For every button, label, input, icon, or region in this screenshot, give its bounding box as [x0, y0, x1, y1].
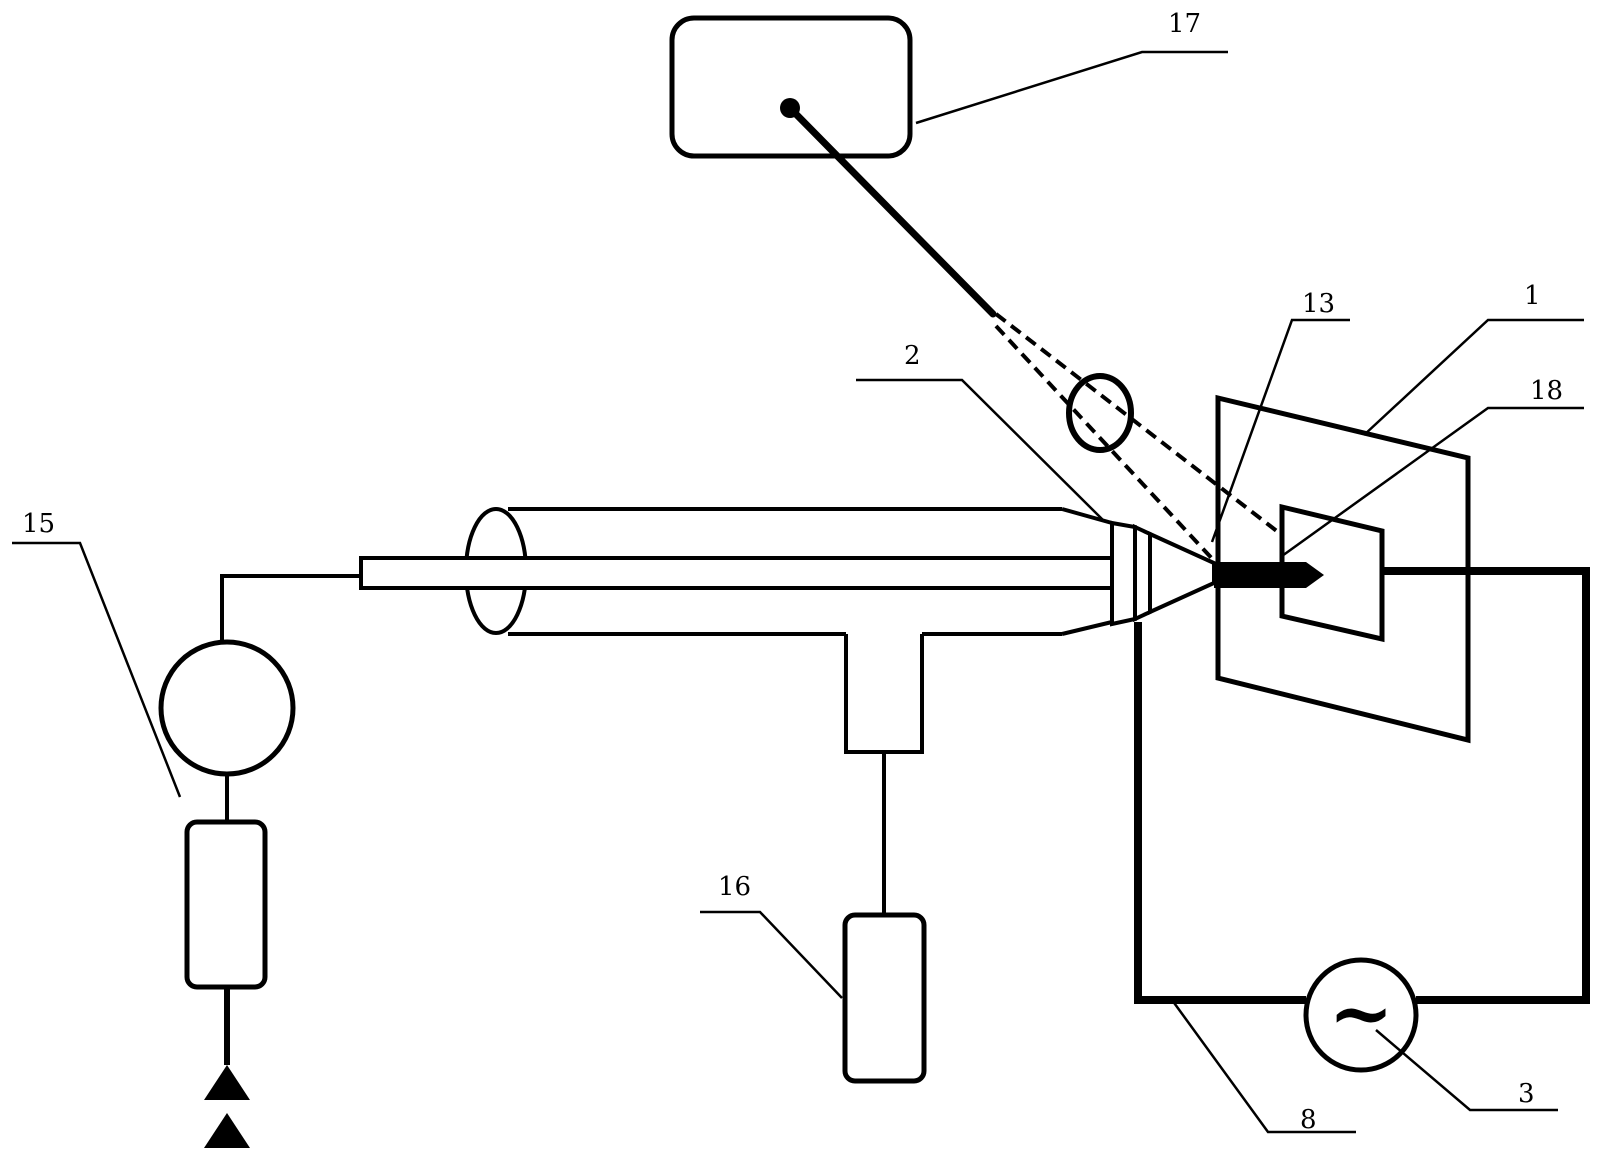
- gas-supply-15: [158, 574, 361, 1065]
- probe-rod: [786, 104, 997, 318]
- circuit-return: [1382, 567, 1590, 1004]
- label-3: 3: [1518, 1079, 1535, 1109]
- leader-2: [856, 378, 1104, 521]
- label-17: 17: [1168, 9, 1201, 39]
- leader-16: [700, 910, 843, 999]
- leader-1: [1363, 318, 1584, 436]
- circuit-8: [1134, 567, 1590, 1004]
- lens: [1066, 373, 1134, 453]
- label-16: 16: [718, 872, 751, 902]
- flow-meter: [158, 639, 296, 777]
- leader-8: [1170, 999, 1356, 1134]
- device-16: [842, 912, 927, 1084]
- electrode-rod: [359, 556, 1119, 590]
- leader-15: [12, 541, 182, 798]
- leader-3: [1375, 1029, 1558, 1112]
- leader-17: [915, 50, 1228, 125]
- leader-lines: [12, 50, 1584, 1134]
- beam-lower: [994, 324, 1220, 567]
- gas-line: [220, 574, 361, 640]
- ground-icon-upper: [204, 1065, 250, 1100]
- regulator: [184, 819, 268, 990]
- ground-icon-lower: [204, 1113, 250, 1148]
- nozzle-cone-inner: [1133, 523, 1152, 623]
- beam-upper: [994, 312, 1280, 534]
- device-17: [669, 15, 997, 318]
- label-15: 15: [22, 509, 55, 539]
- label-13: 13: [1302, 289, 1335, 319]
- label-2: 2: [904, 341, 921, 371]
- leader-13: [1210, 318, 1350, 543]
- torch-handle: [844, 634, 924, 754]
- label-1: 1: [1524, 281, 1541, 311]
- optical-beam: [994, 312, 1280, 567]
- nozzle-cone-outer: [1110, 520, 1137, 627]
- nozzle-tip: [1148, 530, 1216, 616]
- torch-2: [359, 507, 1216, 754]
- ac-source-3: [1303, 957, 1419, 1073]
- circuit-feed: [1134, 622, 1306, 1004]
- label-8: 8: [1300, 1105, 1317, 1135]
- ac-source-symbol: ~: [1328, 968, 1393, 1059]
- plasma-jet-13: [1214, 562, 1324, 588]
- label-18: 18: [1530, 376, 1563, 406]
- device-17-box: [669, 15, 913, 159]
- leader-18: [1281, 406, 1584, 558]
